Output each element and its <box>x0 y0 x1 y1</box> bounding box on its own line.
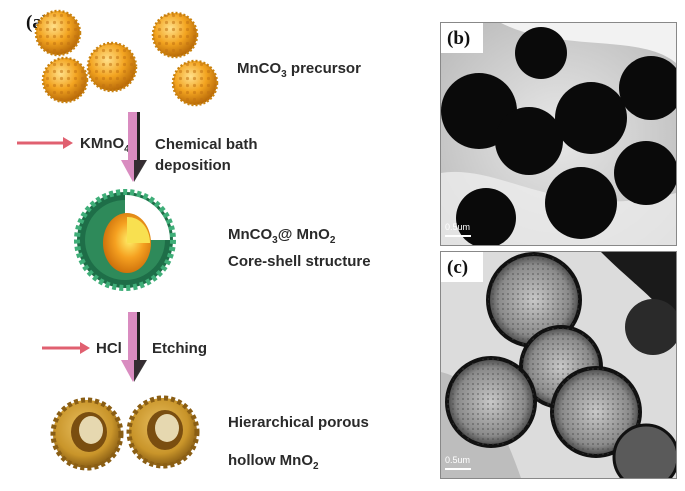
reagent-arrow-2 <box>42 342 90 354</box>
process-2-label: Etching <box>152 340 207 357</box>
reagent-hcl-label: HCl <box>96 340 122 357</box>
process-arrow-1 <box>121 112 147 182</box>
final-product-label: Hierarchical porous hollow MnO2 <box>228 414 369 472</box>
reagent-kmno4-label: KMnO4 <box>80 135 130 155</box>
tem-image-c: (c) 0.5um <box>440 251 677 479</box>
hollow-shell-2 <box>126 395 200 469</box>
core-shell-label: MnCO3@ MnO2 Core-shell structure <box>228 226 371 270</box>
hollow-shell-1 <box>50 397 124 471</box>
process-arrow-2 <box>121 312 147 382</box>
precursor-sphere-2 <box>151 11 199 59</box>
precursor-particles-illustration <box>34 9 219 107</box>
scale-bar-b: 0.5um <box>445 222 471 232</box>
panel-c-label: (c) <box>447 257 469 278</box>
precursor-sphere-3 <box>41 56 89 104</box>
scale-bar-c: 0.5um <box>445 455 471 465</box>
precursor-sphere-4 <box>86 41 138 93</box>
precursor-label: MnCO3 precursor <box>237 60 361 80</box>
precursor-sphere-1 <box>34 9 82 57</box>
reagent-arrow-1 <box>17 137 73 149</box>
process-1-label: Chemical bath deposition <box>155 136 258 174</box>
core-shell-illustration <box>74 189 176 291</box>
tem-image-b: (b) 0.5um <box>440 22 677 246</box>
precursor-sphere-5 <box>171 59 219 107</box>
panel-b-label: (b) <box>447 28 471 49</box>
hollow-shells-illustration <box>50 395 200 471</box>
